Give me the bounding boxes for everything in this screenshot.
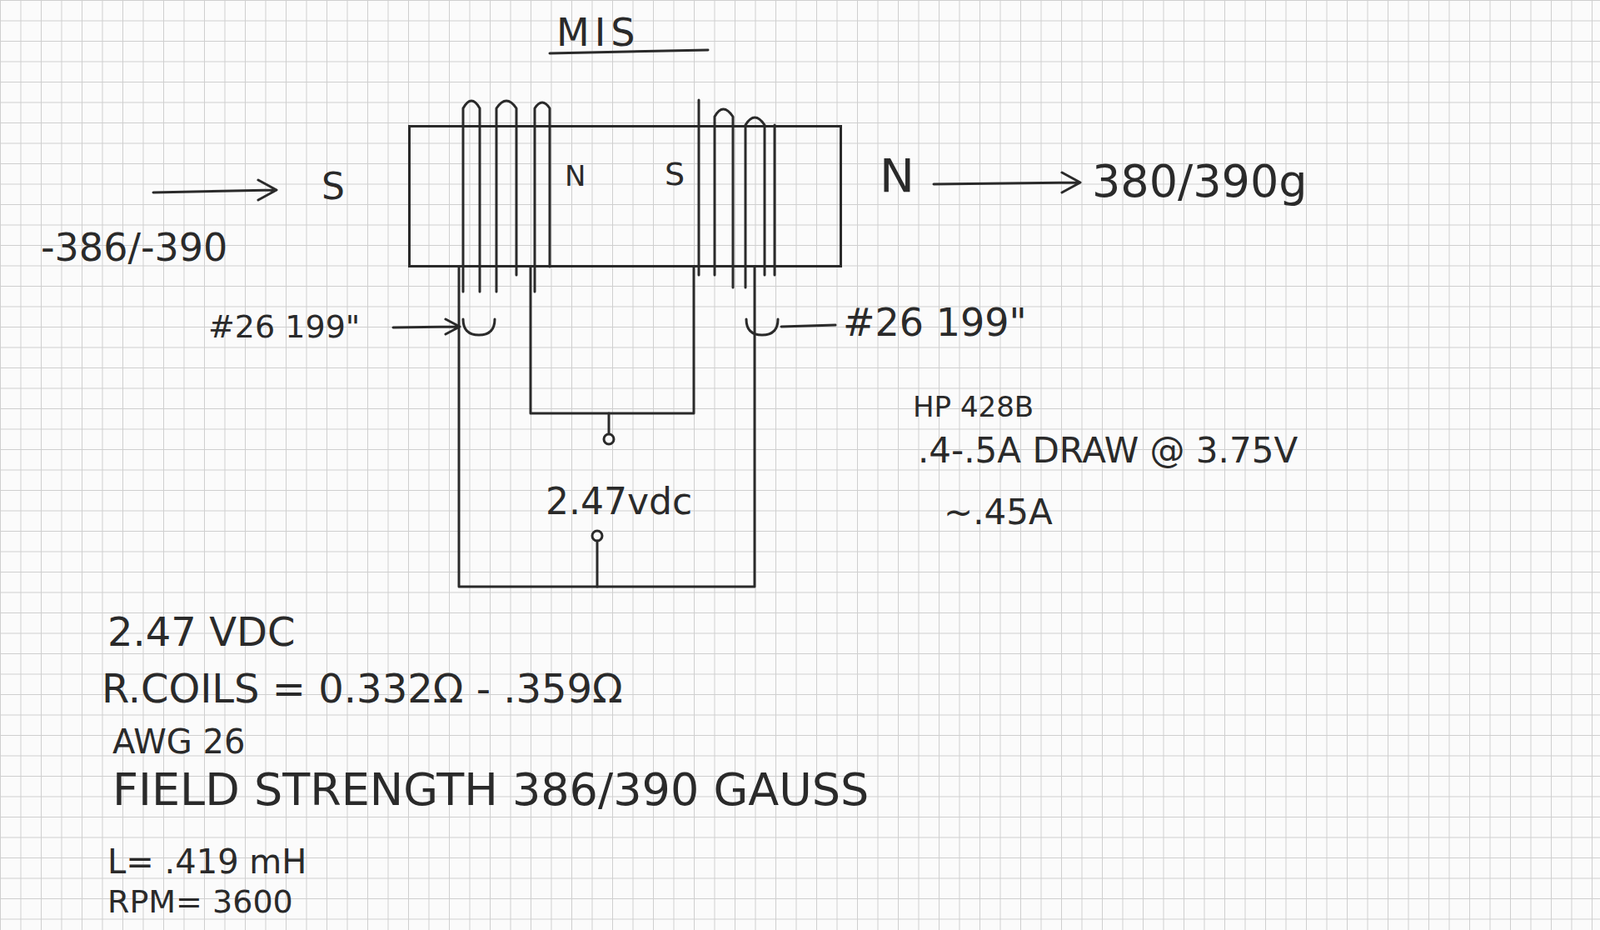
pole-letter: S <box>664 157 685 193</box>
field-arrow <box>153 179 277 200</box>
title: MIS <box>556 11 640 55</box>
wire-end <box>746 319 778 335</box>
field-arrow <box>933 172 1081 193</box>
leader-line <box>781 324 836 327</box>
terminal <box>603 433 614 444</box>
current-note: .4-.5A DRAW @ 3.75V <box>917 431 1298 470</box>
pole-letter: N <box>564 160 586 192</box>
field-reading: -386/-390 <box>40 226 228 270</box>
wire <box>596 540 599 587</box>
pole-letter: S <box>321 166 345 207</box>
pole-letter: N <box>879 149 915 202</box>
coil-winding <box>463 100 550 292</box>
wire <box>458 267 755 587</box>
wire-end <box>463 319 495 335</box>
spec-note: 2.47 VDC <box>107 609 295 654</box>
terminal <box>592 530 603 541</box>
leader-line <box>393 319 460 334</box>
spec-note: L= .419 mH <box>107 842 307 880</box>
wire <box>530 267 694 414</box>
field-reading: 380/390g <box>1091 156 1308 206</box>
spec-note: FIELD STRENGTH 386/390 GAUSS <box>112 764 869 814</box>
meter-note: HP 428B <box>912 391 1034 423</box>
voltage-label: 2.47vdc <box>545 481 693 522</box>
spec-note: R.COILS = 0.332Ω - .359Ω <box>101 666 624 711</box>
spec-note: AWG 26 <box>112 722 245 760</box>
magnet-bar: NS <box>408 124 843 268</box>
current-note: ~.45A <box>943 493 1053 532</box>
wire-note: #26 199" <box>208 309 360 345</box>
wire-note: #26 199" <box>842 301 1027 344</box>
wire <box>608 413 611 434</box>
coil-winding <box>698 99 775 288</box>
spec-note: RPM= 3600 <box>107 884 294 920</box>
